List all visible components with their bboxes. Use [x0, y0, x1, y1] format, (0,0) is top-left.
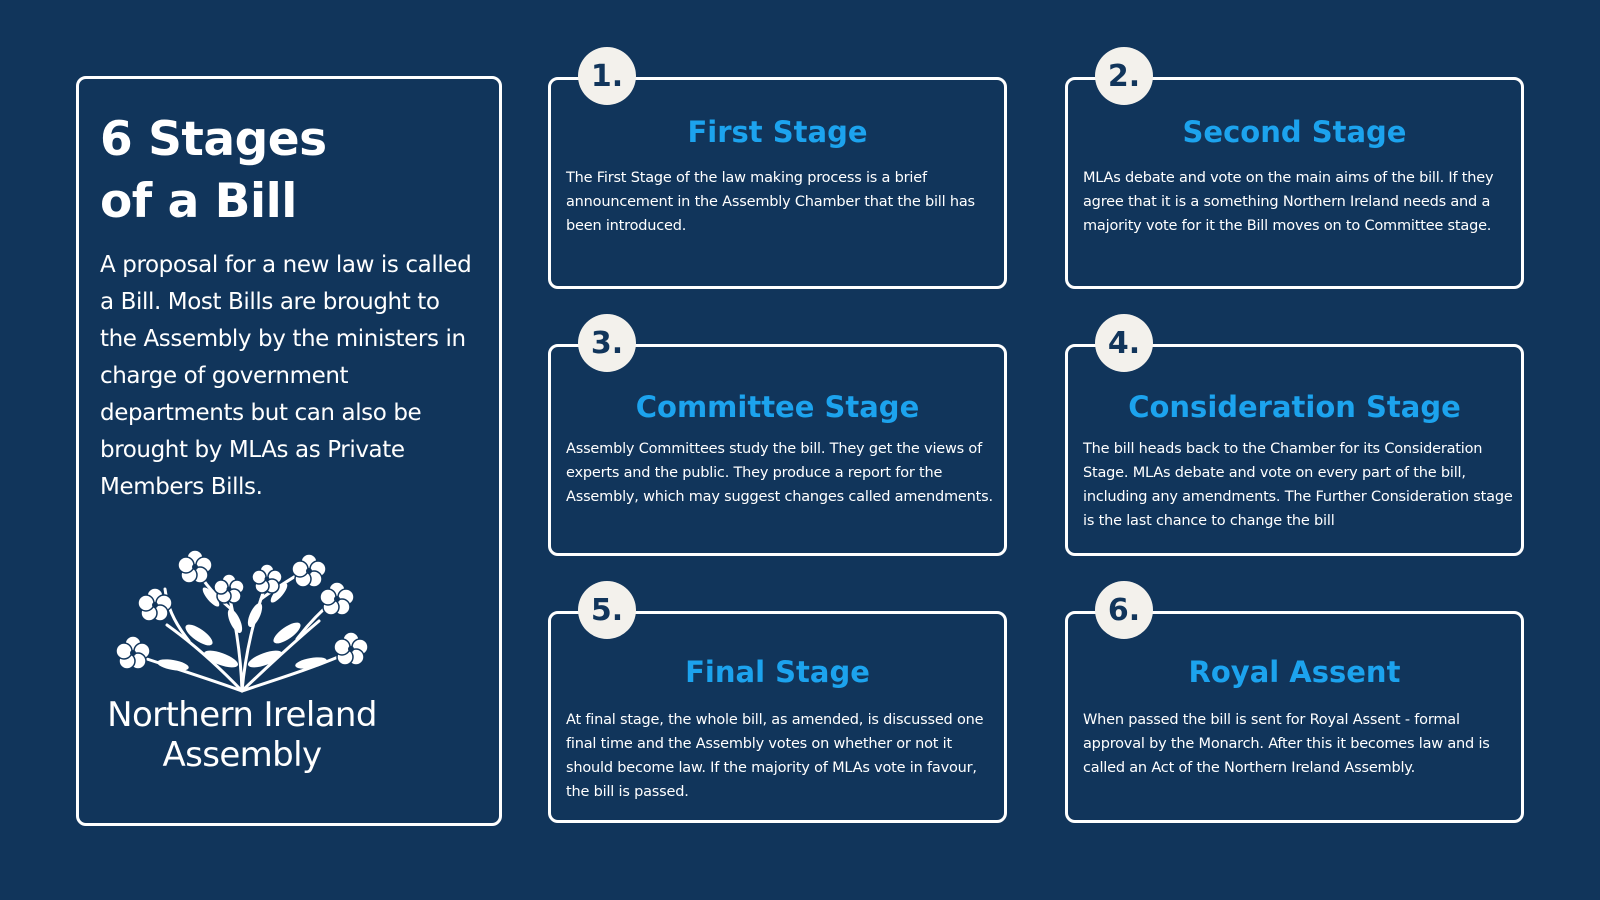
- page-title: 6 Stages of a Bill: [100, 109, 327, 233]
- stage-title: Final Stage: [685, 655, 870, 689]
- stage-number-badge: 2.: [1095, 47, 1153, 105]
- stage-description: The First Stage of the law making proces…: [566, 170, 975, 234]
- stage-title: Second Stage: [1182, 115, 1407, 149]
- stage-title: First Stage: [687, 115, 868, 149]
- assembly-logo: Northern Ireland Assembly: [97, 549, 387, 789]
- stage-number-badge: 6.: [1095, 581, 1153, 639]
- stage-description: The bill heads back to the Chamber for i…: [1083, 441, 1513, 529]
- stage-number-badge: 1.: [578, 47, 636, 105]
- stage-card-committee: 3. Committee Stage Assembly Committees s…: [548, 314, 1007, 556]
- stage-card-royal-assent: 6. Royal Assent When passed the bill is …: [1065, 581, 1524, 823]
- stage-description: When passed the bill is sent for Royal A…: [1083, 712, 1490, 776]
- stage-number-badge: 4.: [1095, 314, 1153, 372]
- stage-description: MLAs debate and vote on the main aims of…: [1083, 170, 1494, 234]
- stage-card-second: 2. Second Stage MLAs debate and vote on …: [1065, 47, 1524, 289]
- stage-number-badge: 3.: [578, 314, 636, 372]
- stage-description: Assembly Committees study the bill. They…: [566, 441, 993, 505]
- page-title-line-1: 6 Stages: [100, 112, 327, 167]
- stage-title: Committee Stage: [635, 390, 920, 424]
- flax-flower-emblem-icon: [115, 549, 369, 693]
- stage-card-first: 1. First Stage The First Stage of the la…: [548, 47, 1007, 289]
- intro-panel: 6 Stages of a Bill A proposal for a new …: [76, 76, 502, 826]
- logo-text-line-2: Assembly: [162, 735, 322, 775]
- stage-number-badge: 5.: [578, 581, 636, 639]
- logo-text-line-1: Northern Ireland: [107, 695, 377, 735]
- intro-description: A proposal for a new law is called a Bil…: [100, 252, 472, 500]
- page-title-line-2: of a Bill: [100, 174, 297, 229]
- stage-card-consideration: 4. Consideration Stage The bill heads ba…: [1065, 314, 1524, 556]
- stage-title: Consideration Stage: [1128, 390, 1461, 424]
- stage-description: At final stage, the whole bill, as amend…: [566, 712, 984, 800]
- stage-title: Royal Assent: [1188, 655, 1401, 689]
- stage-card-final: 5. Final Stage At final stage, the whole…: [548, 581, 1007, 823]
